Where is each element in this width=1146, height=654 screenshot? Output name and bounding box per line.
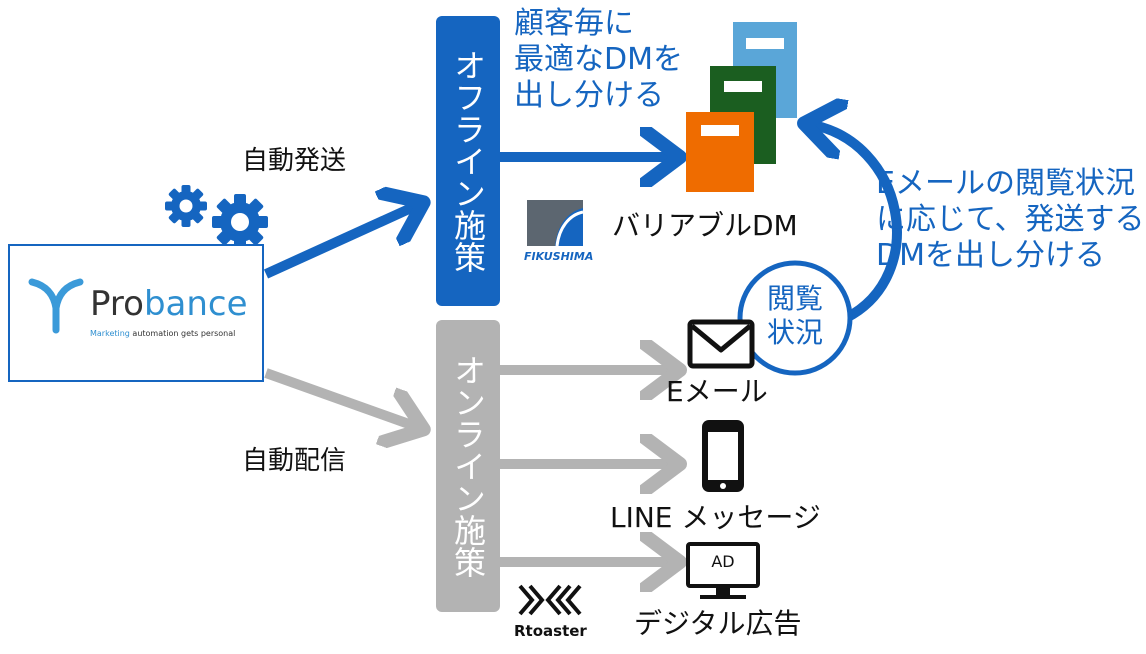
probance-logo-icon: [28, 278, 84, 334]
bubble-line: 閲覧: [766, 282, 823, 315]
monitor-icon: [686, 542, 760, 599]
gear-icon: [212, 194, 268, 250]
variable-dm-label: バリアブルDM: [612, 209, 798, 242]
line-message-label: LINE メッセージ: [610, 501, 821, 534]
bubble-text: 閲覧 状況: [760, 282, 830, 350]
online-measures-bar: オンライン施策: [436, 320, 500, 612]
feedback-line: に応じて、発送する: [876, 202, 1145, 237]
probance-tagline: Marketing automation gets personal: [90, 329, 236, 338]
gear-icon: [165, 185, 207, 227]
arrow-auto-send: [263, 204, 420, 279]
auto-deliver-label: 自動配信: [242, 446, 347, 476]
dm-icon: [686, 22, 797, 192]
offline-note-line: 出し分ける: [514, 78, 664, 113]
fukushima-text: FIKUSHIMA: [524, 250, 594, 263]
rtoaster-logo: [518, 584, 582, 616]
ad-badge: AD: [711, 552, 735, 571]
offline-note-line: 顧客毎に: [514, 6, 634, 41]
fukushima-logo: [527, 200, 584, 247]
bubble-line: 状況: [766, 316, 823, 349]
feedback-text: Eメールの閲覧状況 に応じて、発送する DMを出し分ける: [876, 166, 1145, 274]
probance-card: Probance Marketing automation gets perso…: [8, 244, 264, 382]
view-status-bubble: [737, 260, 853, 376]
arrow-auto-deliver: [264, 368, 420, 428]
probance-brand: Probance: [90, 284, 248, 324]
feedback-line: Eメールの閲覧状況: [876, 166, 1135, 201]
rtoaster-text: Rtoaster: [514, 622, 587, 640]
email-label: Eメール: [666, 375, 768, 408]
mail-icon: [687, 319, 755, 369]
offline-note: 顧客毎に 最適なDMを 出し分ける: [514, 6, 683, 114]
feedback-line: DMを出し分ける: [876, 238, 1105, 273]
auto-send-label: 自動発送: [242, 146, 347, 176]
arrow-feedback: [808, 124, 902, 323]
offline-measures-bar: オフライン施策: [436, 16, 500, 306]
digital-ad-label: デジタル広告: [634, 607, 802, 640]
offline-note-line: 最適なDMを: [514, 42, 683, 77]
smartphone-icon: [702, 420, 744, 492]
